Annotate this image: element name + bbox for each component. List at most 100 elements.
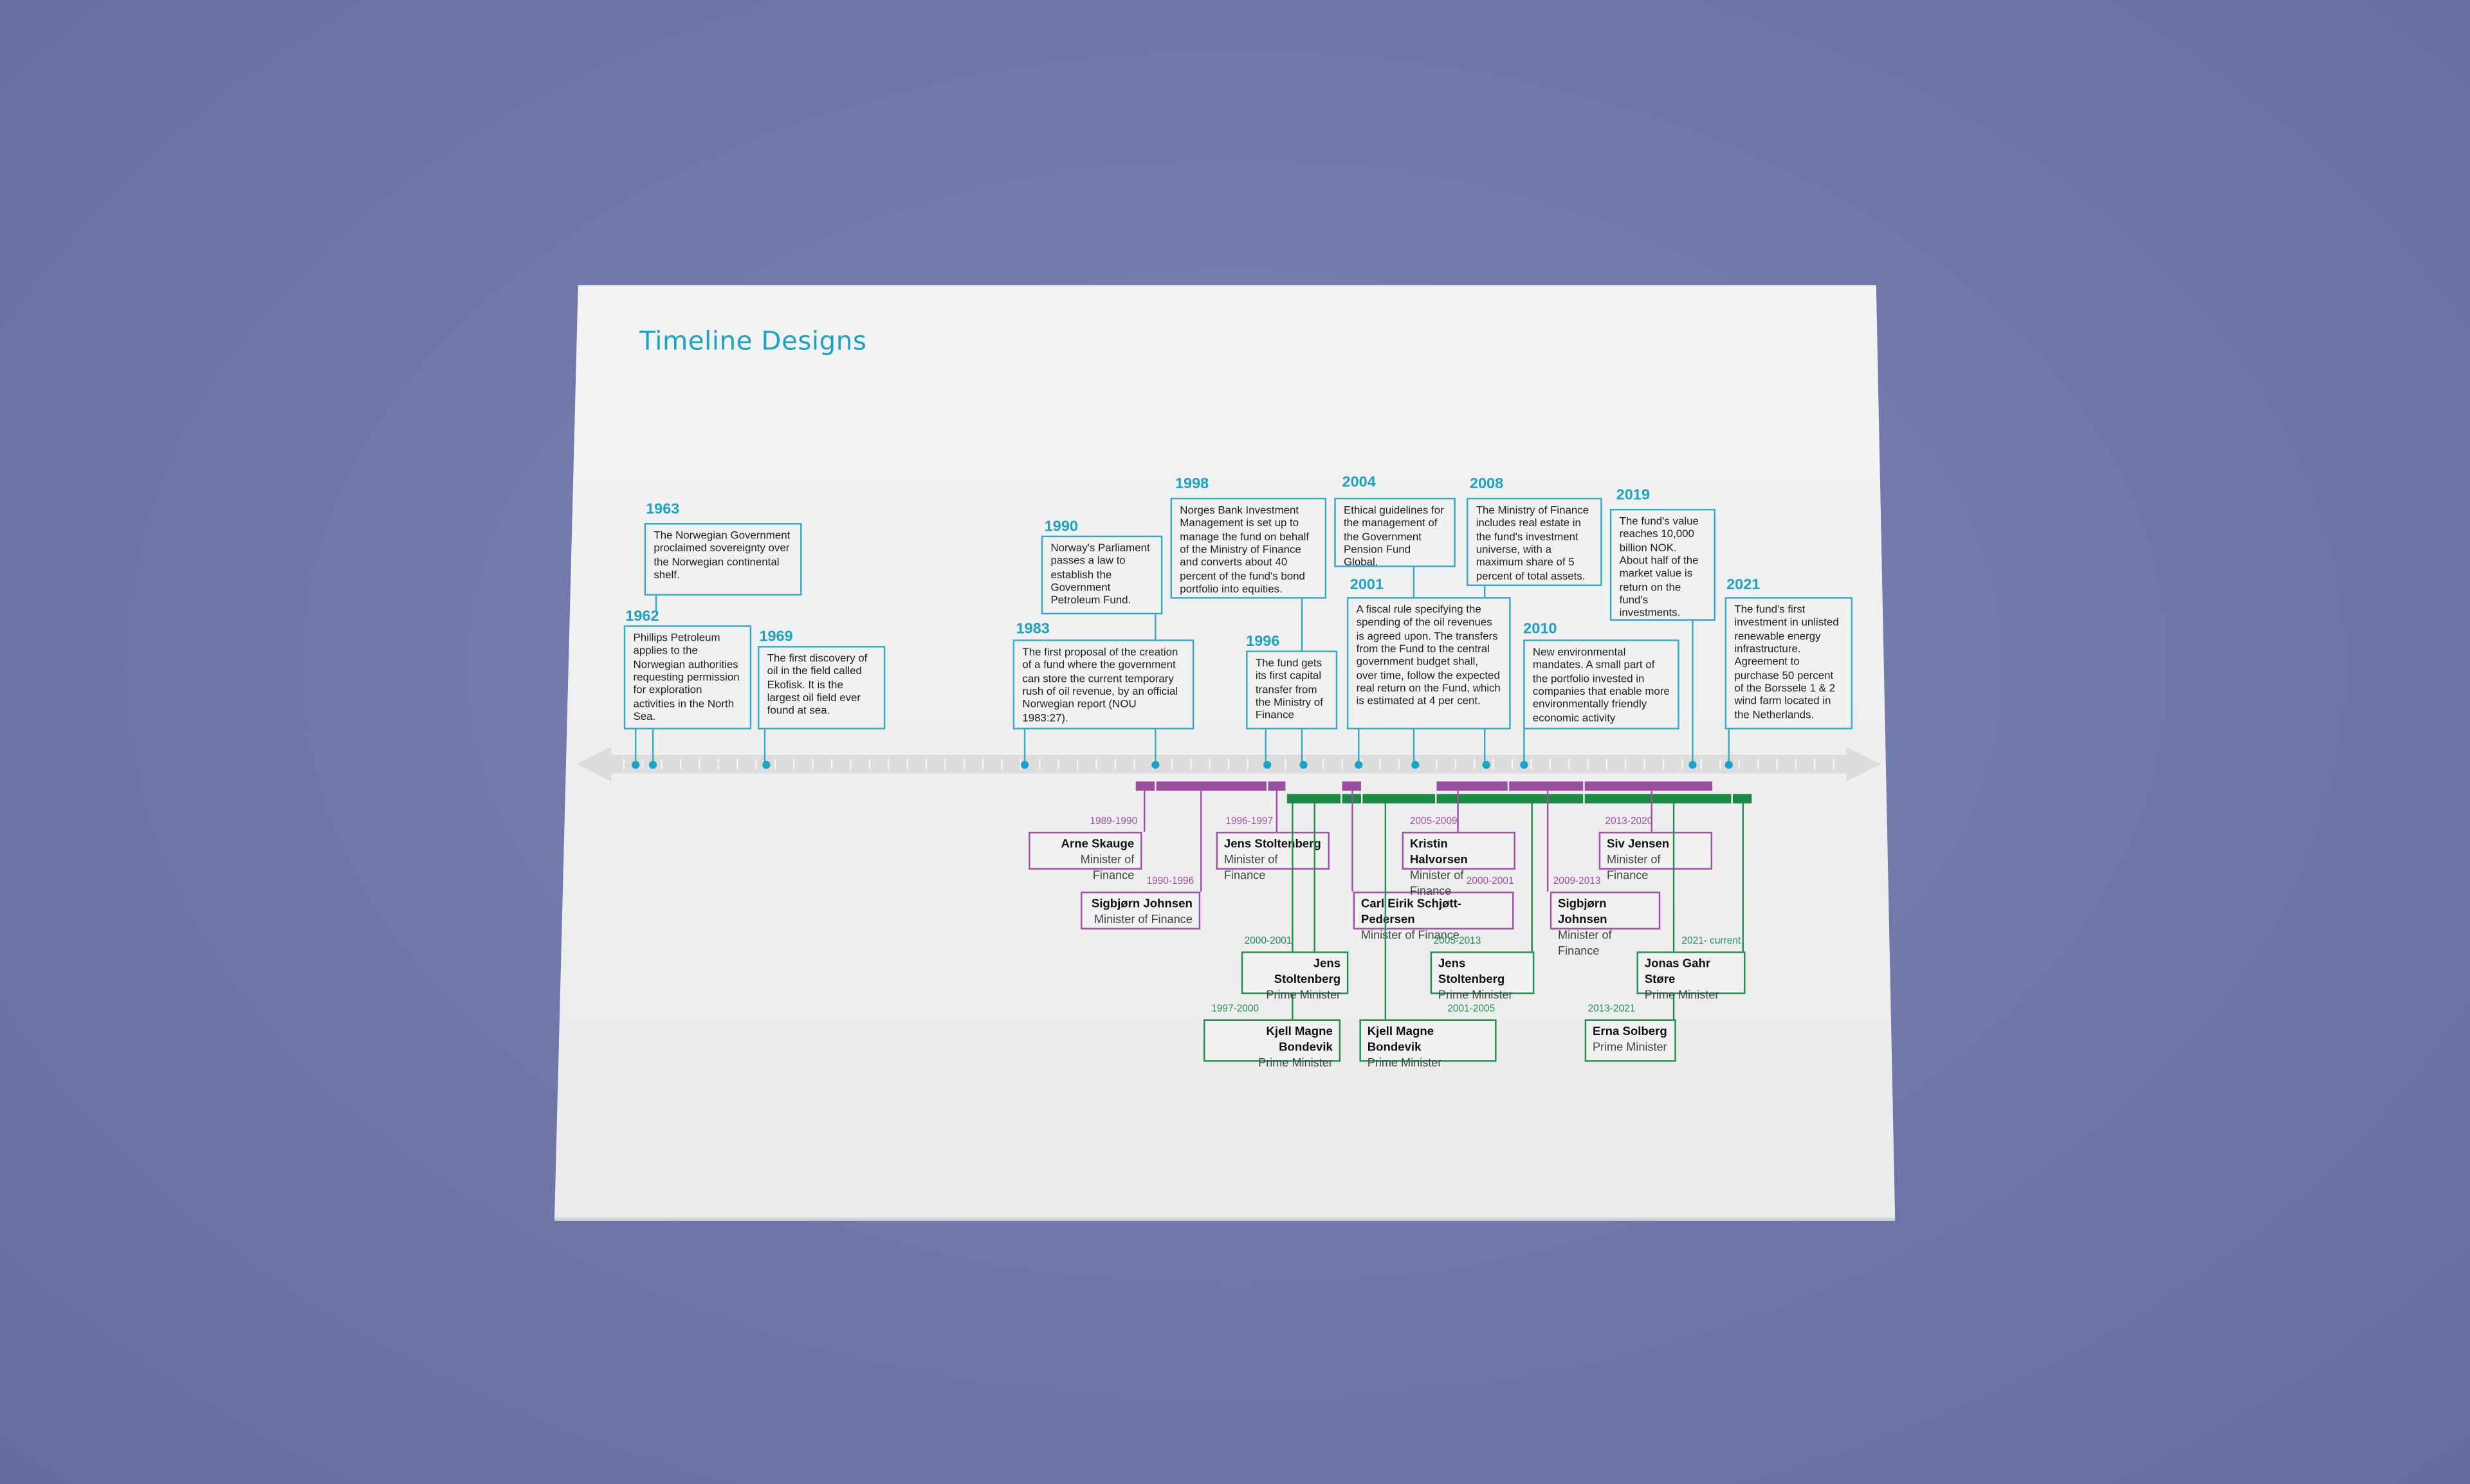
prime-connector-1 (1292, 803, 1294, 1020)
event-box-2010: New environmental mandates. A small part… (1523, 639, 1679, 729)
finance-role-1: Minister of Finance (1080, 852, 1135, 883)
prime-role-2: Prime Minister (1266, 987, 1341, 1002)
event-connector-1998a (1301, 598, 1303, 651)
event-connector-1983 (1023, 729, 1026, 764)
finance-term-bar-1 (1135, 781, 1155, 791)
prime-term-bar-6 (1732, 794, 1752, 803)
event-box-1962: Phillips Petroleum applies to the Norweg… (623, 625, 752, 729)
prime-name-4: Jens Stoltenberg (1438, 956, 1505, 987)
prime-name-1: Kjell Magne Bondevik (1266, 1023, 1333, 1054)
finance-connector-1 (1143, 791, 1146, 832)
event-box-2001: A fiscal rule specifying the spending of… (1346, 597, 1511, 729)
event-connector-1962 (634, 729, 637, 764)
finance-period-5: 2005-2009 (1409, 816, 1458, 827)
finance-period-4: 2000-2001 (1466, 875, 1514, 887)
event-box-1998: Norges Bank Investment Management is set… (1170, 497, 1327, 599)
finance-period-1: 1989-1990 (1090, 816, 1138, 827)
prime-role-6: Prime Minister (1644, 987, 1719, 1002)
prime-period-3: 2001-2005 (1447, 1003, 1496, 1015)
event-dot-2001 (1353, 760, 1362, 768)
finance-term-bar-2 (1156, 781, 1267, 791)
prime-card-2: Jens Stoltenberg Prime Minister (1241, 951, 1349, 1002)
finance-name-1: Arne Skauge (1061, 836, 1135, 851)
prime-term-bar-4 (1436, 794, 1584, 803)
finance-period-3: 1996-1997 (1225, 816, 1274, 827)
event-box-1990: Norway's Parliament passes a law to esta… (1041, 535, 1163, 615)
prime-term-bar-2 (1342, 794, 1361, 803)
prime-card-3: Kjell Magne Bondevik Prime Minister (1359, 1019, 1497, 1070)
finance-card-5: Kristin Halvorsen Minister of Finance (1402, 832, 1515, 898)
event-box-1969: The first discovery of oil in the field … (757, 646, 886, 729)
event-year-2008: 2008 (1469, 475, 1504, 493)
event-box-1996: The fund gets its first capital transfer… (1246, 650, 1338, 729)
prime-period-6: 2021- current (1681, 935, 1741, 947)
finance-name-3: Jens Stoltenberg (1223, 836, 1321, 851)
prime-card-5: Erna Solberg Prime Minister (1584, 1019, 1676, 1062)
event-box-2008: The Ministry of Finance includes real es… (1467, 497, 1602, 587)
event-connector-2001 (1358, 729, 1360, 764)
event-connector-2010 (1523, 729, 1526, 764)
event-dot-1963 (648, 760, 657, 768)
event-connector-1963 (652, 729, 654, 764)
event-connector-2004a (1413, 567, 1415, 598)
finance-card-7: Siv Jensen Minister of Finance (1598, 832, 1713, 882)
prime-connector-4 (1531, 803, 1533, 952)
event-connector-2021 (1728, 729, 1730, 764)
prime-name-6: Jonas Gahr Støre (1644, 956, 1711, 987)
prime-name-2: Jens Stoltenberg (1274, 956, 1341, 987)
finance-period-6: 2009-2013 (1553, 875, 1601, 887)
event-year-1969: 1969 (759, 628, 793, 646)
event-connector-1963a (655, 595, 657, 612)
finance-connector-4 (1351, 791, 1354, 892)
event-dot-1998 (1299, 760, 1307, 768)
finance-term-bar-6 (1509, 781, 1584, 791)
prime-role-1: Prime Minister (1258, 1055, 1333, 1070)
prime-period-1: 1997-2000 (1211, 1003, 1259, 1015)
prime-term-bar-5 (1584, 794, 1732, 803)
event-connector-1996 (1265, 729, 1267, 764)
prime-term-bar-1 (1286, 794, 1341, 803)
event-dot-1983 (1020, 760, 1028, 768)
event-connector-1990 (1155, 729, 1157, 764)
event-box-2021: The fund's first investment in unlisted … (1724, 597, 1853, 729)
finance-term-bar-3 (1268, 781, 1286, 791)
event-year-1998: 1998 (1175, 475, 1209, 493)
finance-connector-3 (1276, 791, 1278, 832)
finance-role-3: Minister of Finance (1223, 852, 1278, 883)
finance-name-6: Sigbjørn Johnsen (1558, 896, 1607, 927)
prime-period-5: 2013-2021 (1587, 1003, 1636, 1015)
page-title: Timeline Designs (639, 325, 867, 356)
event-year-1983: 1983 (1016, 620, 1050, 638)
event-dot-2004 (1411, 760, 1419, 768)
prime-connector-3 (1384, 803, 1387, 1020)
event-dot-2008 (1481, 760, 1490, 768)
finance-card-6: Sigbjørn Johnsen Minister of Finance (1550, 892, 1661, 958)
prime-card-1: Kjell Magne Bondevik Prime Minister (1203, 1019, 1341, 1070)
event-year-2001: 2001 (1349, 576, 1384, 594)
finance-card-2: Sigbjørn Johnsen Minister of Finance (1081, 892, 1201, 930)
prime-connector-5 (1672, 803, 1675, 1020)
event-connector-2008 (1483, 729, 1486, 764)
event-dot-2021 (1724, 760, 1732, 768)
finance-period-7: 2013-2020 (1605, 816, 1653, 827)
finance-role-5: Minister of Finance (1409, 868, 1464, 898)
prime-connector-2 (1313, 803, 1316, 952)
event-dot-1996 (1262, 760, 1271, 768)
finance-period-2: 1990-1996 (1146, 875, 1194, 887)
prime-period-4: 2005-2013 (1433, 935, 1481, 947)
prime-card-6: Jonas Gahr Støre Prime Minister (1636, 951, 1746, 1002)
finance-name-7: Siv Jensen (1606, 836, 1670, 851)
finance-role-2: Minister of Finance (1093, 911, 1193, 927)
prime-role-5: Prime Minister (1592, 1040, 1667, 1054)
finance-card-3: Jens Stoltenberg Minister of Finance (1216, 832, 1330, 882)
finance-term-bar-5 (1436, 781, 1508, 791)
finance-connector-6 (1546, 791, 1549, 892)
event-year-1990: 1990 (1044, 518, 1078, 536)
finance-term-bar-7 (1584, 781, 1713, 791)
event-dot-1962 (630, 760, 639, 768)
prime-role-3: Prime Minister (1367, 1055, 1442, 1070)
event-box-1983: The first proposal of the creation of a … (1012, 639, 1194, 729)
event-year-2004: 2004 (1342, 474, 1376, 492)
finance-connector-7 (1651, 791, 1653, 832)
